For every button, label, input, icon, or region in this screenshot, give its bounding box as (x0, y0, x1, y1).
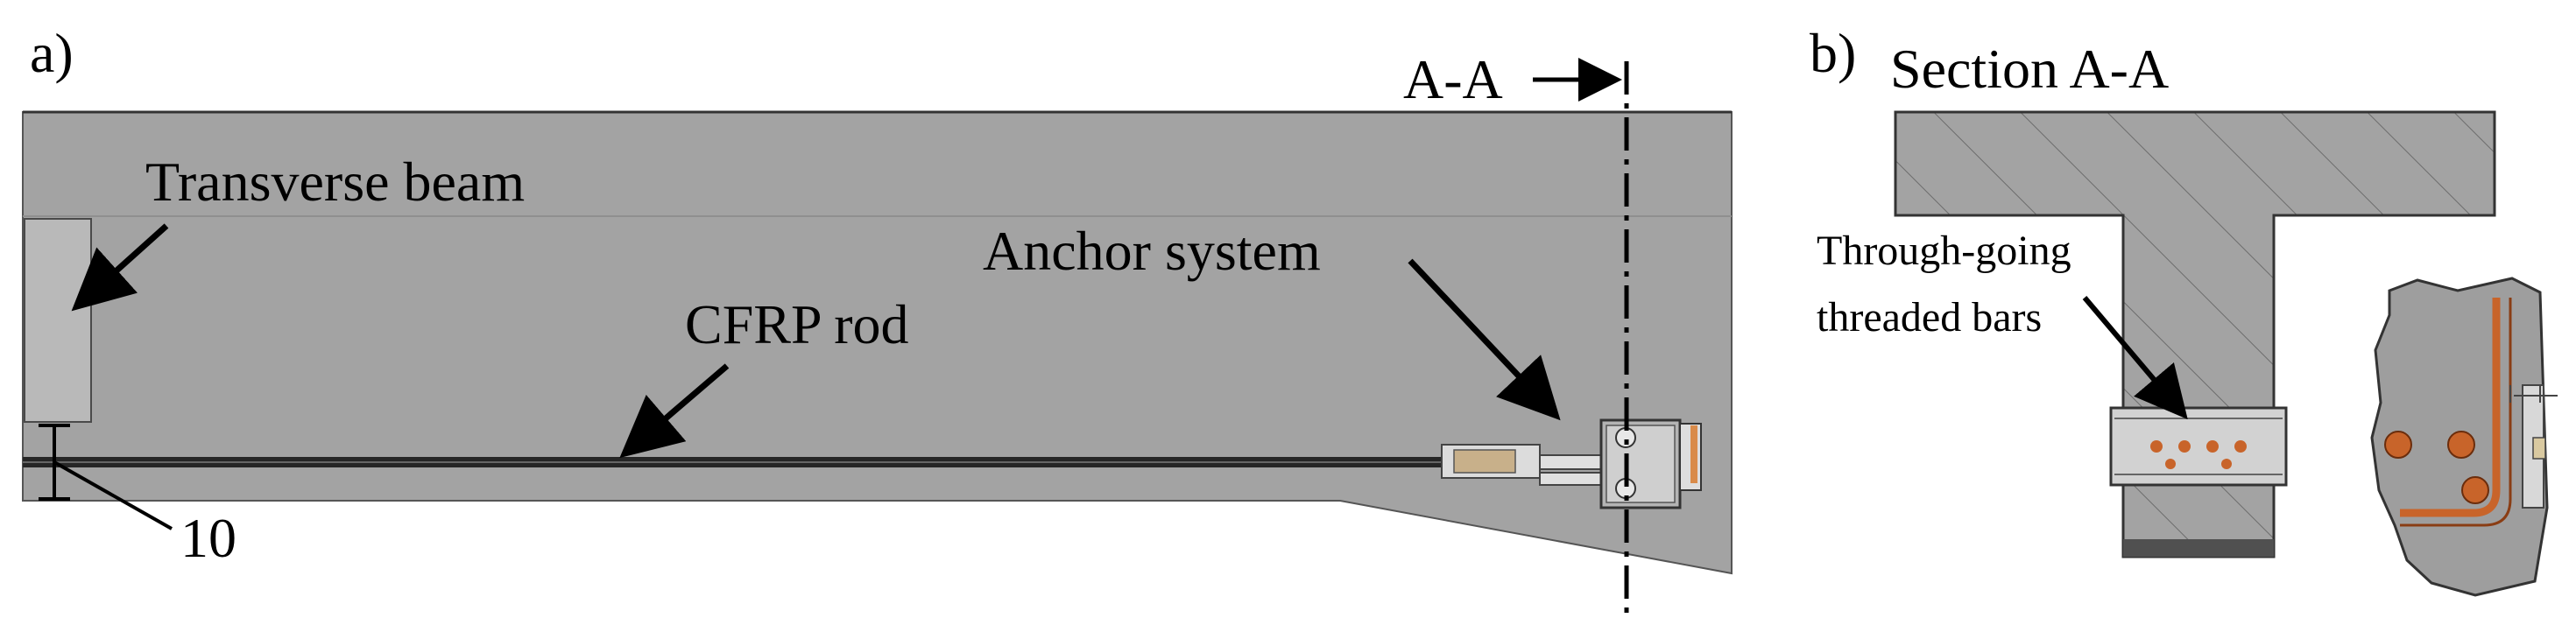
cfrp-rod-arrow (619, 363, 730, 459)
anchor-system-arrow (1408, 258, 1561, 421)
anchor-system (1441, 418, 1702, 509)
detail-cutaway (2370, 277, 2558, 597)
section-anchor-plate (2109, 406, 2288, 487)
dimension-label: 10 (180, 507, 236, 569)
panel-b-label: b) (1810, 22, 1856, 84)
anchor-system-label: Anchor system (983, 220, 1321, 282)
transverse-beam (24, 218, 92, 423)
threaded-bars-label-line2: threaded bars (1817, 294, 2042, 341)
section-marker-label: A-A (1403, 48, 1503, 110)
threaded-bars-label-line1: Through-going (1817, 228, 2071, 274)
dimension-marker (39, 424, 173, 530)
transverse-beam-arrow (71, 223, 169, 312)
transverse-beam-label: Transverse beam (145, 151, 525, 213)
cfrp-rod-label: CFRP rod (685, 293, 909, 355)
threaded-bars-arrow (2082, 296, 2188, 420)
panel-a-label: a) (30, 22, 74, 84)
section-title: Section A-A (1890, 38, 2169, 100)
web-bottom-edge (2123, 539, 2274, 557)
